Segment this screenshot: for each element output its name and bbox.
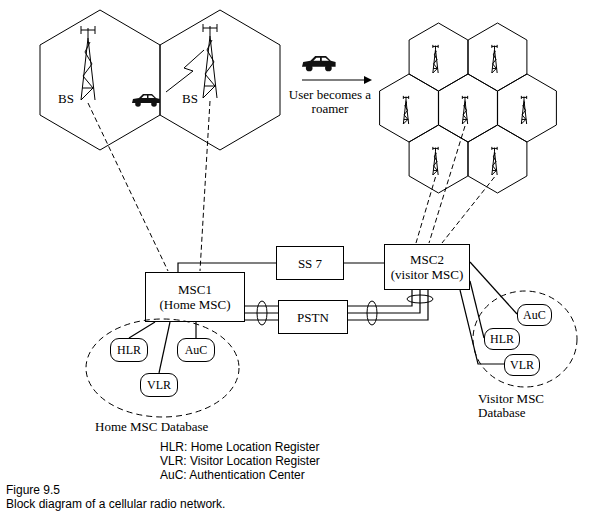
- station-label: BS: [182, 92, 198, 106]
- connector-strand: [245, 312, 278, 313]
- connector-strand: [470, 262, 517, 314]
- register-box: AuC: [177, 338, 215, 362]
- home-cells: [40, 10, 280, 150]
- figure-caption: Block diagram of a cellular radio networ…: [6, 497, 225, 511]
- connector-line: [460, 290, 504, 364]
- box-text: AuC: [185, 343, 208, 357]
- group-label: Home MSC Database: [95, 420, 208, 434]
- box-text: VLR: [147, 378, 171, 392]
- database-group: Home MSC DatabaseHLRAuCVLR: [85, 318, 240, 418]
- abbreviation-key: HLR: Home Location Register: [160, 440, 319, 454]
- abbreviation-key: AuC: Authentication Center: [160, 468, 305, 482]
- connector-line: [159, 322, 170, 373]
- network-box: PSTN: [278, 300, 348, 334]
- connector-strand: [245, 305, 278, 306]
- box-text: (Home MSC): [159, 297, 230, 312]
- msc-box: MSC1(Home MSC): [145, 272, 245, 322]
- connector-strand: [129, 322, 155, 338]
- connector-strand: [470, 281, 484, 338]
- box-text: MSC2: [410, 252, 444, 267]
- register-box: AuC: [517, 304, 552, 326]
- connector-line: [178, 263, 276, 272]
- connector-strand: [348, 290, 412, 306]
- register-box: HLR: [484, 328, 520, 350]
- connector-line: [470, 262, 517, 314]
- connector-line: [470, 281, 484, 338]
- box-text: AuC: [523, 308, 546, 322]
- signaling-box: SS 7: [276, 246, 344, 280]
- connector-strand: [245, 319, 278, 320]
- box-text: MSC1: [178, 282, 212, 297]
- register-box: HLR: [110, 338, 148, 362]
- visitor-cells: [380, 23, 557, 193]
- abbreviation-key: VLR: Visitor Location Register: [160, 454, 320, 468]
- msc-box: MSC2(visitor MSC): [384, 244, 470, 290]
- station-label: BS: [58, 92, 74, 106]
- register-box: VLR: [140, 373, 178, 397]
- connector-strand: [348, 290, 420, 313]
- connector-line: [344, 263, 384, 264]
- connector-strand: [344, 262, 384, 263]
- connector-line: [129, 322, 155, 338]
- group-label: Visitor MSC Database: [478, 392, 558, 420]
- box-text: SS 7: [298, 256, 322, 271]
- box-text: PSTN: [297, 310, 329, 325]
- connector-strand: [348, 290, 428, 320]
- dashed-ellipse: [85, 318, 240, 418]
- box-text: HLR: [117, 343, 141, 357]
- group-outline: [86, 319, 239, 417]
- database-group: Visitor MSC DatabaseAuCHLRVLR: [472, 290, 578, 388]
- connector-line: [245, 306, 278, 320]
- register-box: VLR: [504, 354, 540, 376]
- connector-strand: [460, 290, 504, 364]
- roaming-note: User becomes a roamer: [282, 88, 378, 116]
- roaming-car: [302, 56, 372, 84]
- connector-strand: [159, 322, 170, 373]
- connector-line: [348, 290, 428, 320]
- connector-strand: [178, 263, 276, 272]
- figure-number: Figure 9.5: [6, 483, 60, 497]
- box-text: VLR: [510, 358, 534, 372]
- group-outline: [473, 291, 577, 387]
- box-text: (visitor MSC): [391, 267, 464, 282]
- box-text: HLR: [490, 332, 514, 346]
